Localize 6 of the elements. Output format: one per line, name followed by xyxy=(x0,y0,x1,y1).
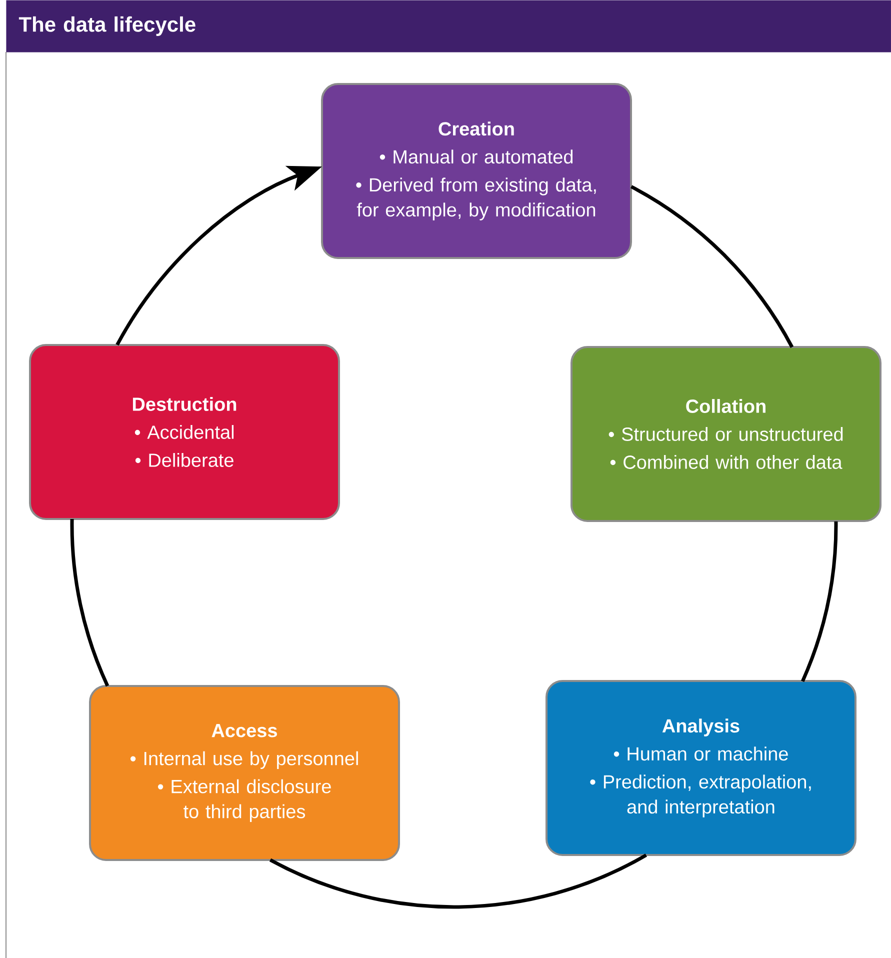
stage-box: Destruction • Accidental • Deliberate xyxy=(29,344,340,520)
title-bar: The data lifecycle xyxy=(6,0,891,52)
stage-box: Creation • Manual or automated • Derived from existing data, for example, by modification xyxy=(321,83,632,259)
stage-box: Collation • Structured or unstructured • Combined with other data xyxy=(570,346,882,522)
stage-box: Analysis • Human or machine • Prediction, extrapolation, and interpretation xyxy=(546,680,856,856)
stage-box: Access • Internal use by personnel • External disclosure to third parties xyxy=(89,685,400,861)
